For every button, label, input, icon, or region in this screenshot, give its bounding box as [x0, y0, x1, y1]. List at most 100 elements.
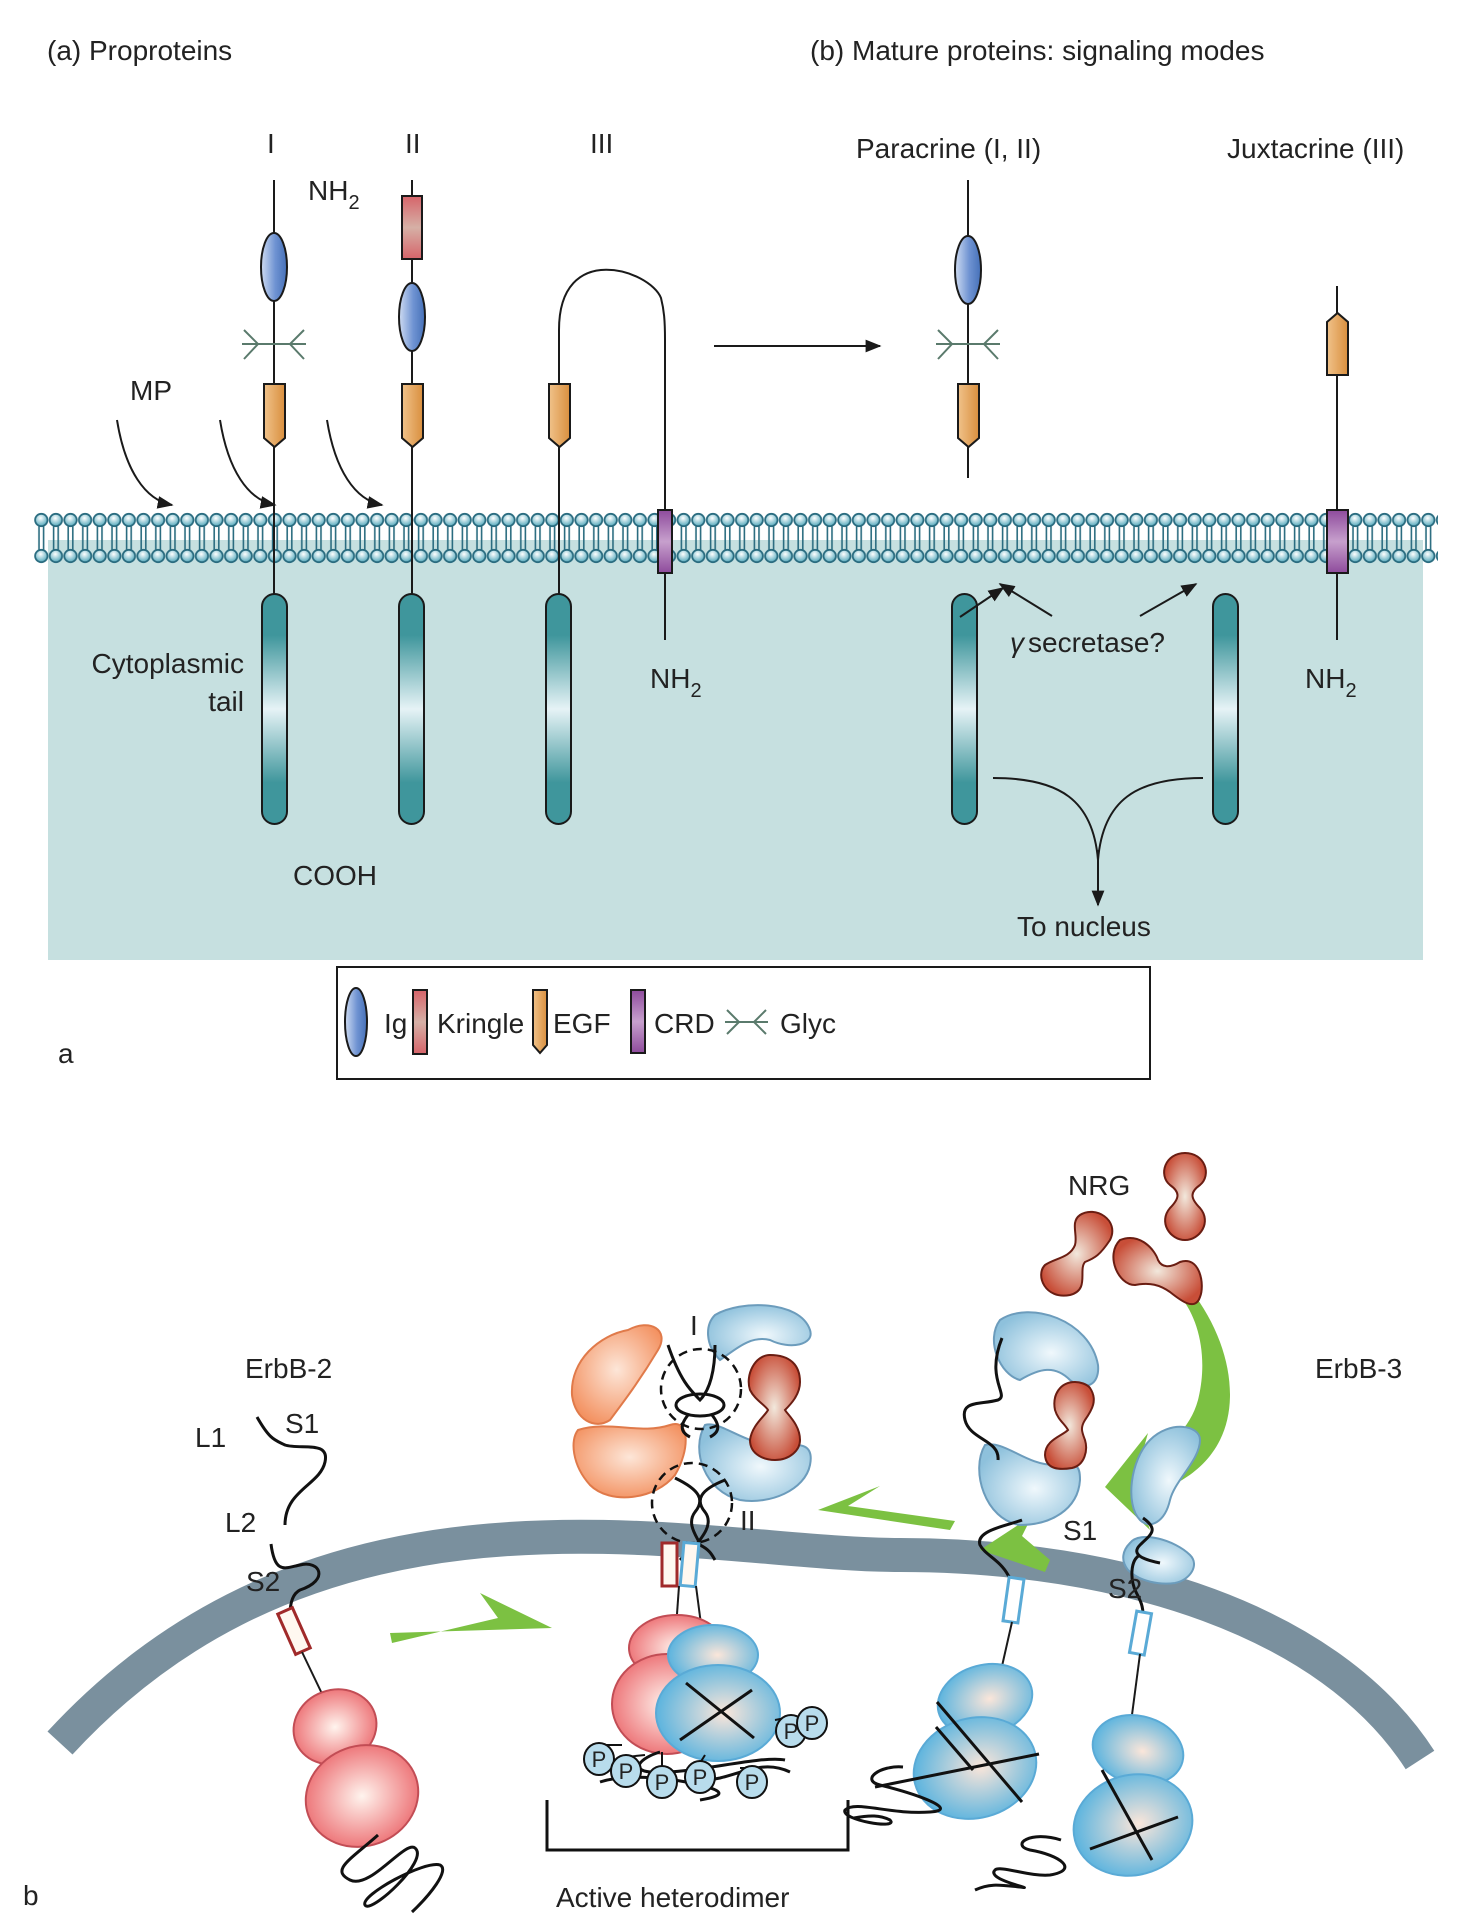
transmembrane-segment	[1001, 1575, 1026, 1625]
erbb3-extracellular-domain	[1122, 1536, 1195, 1585]
ligand-binding-arrow-small	[980, 1516, 1050, 1572]
erbb3-liganded-receptor	[843, 1311, 1100, 1826]
transmembrane-segment	[275, 1605, 313, 1657]
ig-domain	[954, 235, 982, 305]
erbb3-unliganded-receptor: S1	[974, 1425, 1202, 1892]
phosphate-label: P	[693, 1765, 708, 1790]
nucleus-arrow-left-branch	[992, 777, 1099, 861]
interface-label-II: II	[740, 1505, 756, 1536]
mp-cleavage-arrow	[116, 419, 174, 509]
phosphate-group	[796, 1706, 828, 1740]
isoform-label-II: II	[405, 128, 421, 159]
legend-label-crd: CRD	[654, 1008, 715, 1039]
erbb3-extracellular-domain	[978, 1443, 1082, 1527]
interface-label-I: I	[690, 1310, 698, 1341]
domain-label-L2: L2	[225, 1507, 256, 1538]
egf-domain	[401, 383, 424, 449]
heterodimer-bracket	[545, 1800, 850, 1852]
egf-domain	[1326, 311, 1349, 376]
nh2-label-top: NH2	[308, 175, 360, 214]
erbb2-extracellular-domain	[572, 1423, 687, 1499]
nucleus-label: To nucleus	[1017, 911, 1151, 942]
transmembrane-segment	[1127, 1609, 1154, 1657]
secretase-arrow-left	[998, 583, 1053, 617]
egf-domain	[263, 383, 286, 449]
released-cytoplasmic-tail	[951, 593, 978, 825]
isoform-label-I: I	[267, 128, 275, 159]
nrg-ligand	[1163, 1151, 1207, 1242]
erbb2-transmembrane-segment	[660, 1541, 679, 1588]
crd-domain	[657, 509, 673, 574]
lipid-bilayer	[34, 512, 1438, 564]
egf-domain-icon	[532, 989, 548, 1055]
erbb3-extracellular-domain	[992, 1311, 1100, 1387]
kringle-domain-icon	[412, 989, 428, 1055]
egf-domain	[548, 383, 571, 449]
erbb3-transmembrane-segment	[678, 1540, 701, 1589]
domain-label-S1: S1	[285, 1408, 319, 1439]
domain-label-S2-erbb3: S2	[1108, 1573, 1142, 1604]
phosphate-group	[736, 1765, 768, 1799]
cytoplasmic-tail	[545, 593, 572, 825]
ig-domain-icon	[344, 987, 368, 1057]
released-cytoplasmic-tail	[1212, 593, 1239, 825]
nucleus-arrow-right-branch	[1097, 777, 1204, 861]
glycosylation-mark	[936, 329, 1000, 360]
ig-domain	[398, 282, 426, 352]
legend: Ig Kringle EGF CRD Glyc	[336, 966, 1151, 1080]
mp-cleavage-arrow	[326, 419, 384, 509]
erbb3-extracellular-domain	[707, 1304, 812, 1362]
phosphate-label: P	[655, 1770, 670, 1795]
egf-domain	[957, 383, 980, 449]
glycosylation-mark	[242, 329, 306, 360]
dimerization-arrow-left	[818, 1486, 955, 1530]
bound-nrg-ligand	[747, 1353, 802, 1462]
legend-label-kringle: Kringle	[437, 1008, 524, 1039]
mp-cleavage-arrow	[219, 419, 277, 509]
proprotein-II	[398, 180, 426, 600]
domain-label-L1: L1	[195, 1422, 226, 1453]
phosphate-label: P	[805, 1711, 820, 1736]
legend-label-glyc: Glyc	[780, 1008, 836, 1039]
proprotein-I	[242, 180, 306, 600]
erbb2-label: ErbB-2	[245, 1353, 332, 1384]
domain-label-S2: S2	[246, 1566, 280, 1597]
active-heterodimer: I II	[570, 1304, 812, 1802]
isoform-label-III: III	[590, 128, 613, 159]
kringle-domain	[401, 195, 423, 260]
cytoplasmic-tail	[398, 593, 425, 825]
phosphate-label: P	[592, 1747, 607, 1772]
glycosylation-icon	[725, 1009, 768, 1035]
kinase-domain	[304, 1744, 420, 1848]
nrg-ligands	[1040, 1151, 1207, 1306]
erbb3-label: ErbB-3	[1315, 1353, 1402, 1384]
legend-label-ig: Ig	[384, 1008, 407, 1039]
nh2-label-inner: NH2	[650, 663, 702, 702]
bound-nrg-ligand	[1043, 1380, 1095, 1470]
juxtacrine-label: Juxtacrine (III)	[1227, 133, 1404, 164]
mp-label: MP	[130, 375, 172, 406]
cell-membrane	[47, 1519, 1435, 1770]
panel-a-letter: a	[58, 1038, 74, 1069]
cooh-label: COOH	[293, 860, 377, 891]
nrg-ligand	[1112, 1237, 1203, 1306]
erbb3-extracellular-domain	[1130, 1425, 1202, 1526]
heterodimer-label: Active heterodimer	[556, 1882, 789, 1913]
secretase-arrow	[959, 587, 1005, 618]
mature-paracrine-protein	[936, 180, 1000, 478]
ig-domain	[260, 232, 288, 302]
phosphate-label: P	[619, 1759, 634, 1784]
erbb2-receptor	[255, 1416, 445, 1914]
crd-domain-icon	[630, 989, 646, 1054]
nh2-label-juxtacrine: NH2	[1305, 663, 1357, 702]
nrg-label: NRG	[1068, 1170, 1130, 1201]
crd-domain	[1326, 509, 1349, 574]
phosphate-group	[610, 1754, 642, 1788]
dimerization-arrow-right	[390, 1593, 552, 1643]
phosphate-group	[684, 1760, 716, 1794]
dimer-interface-I	[659, 1347, 743, 1431]
